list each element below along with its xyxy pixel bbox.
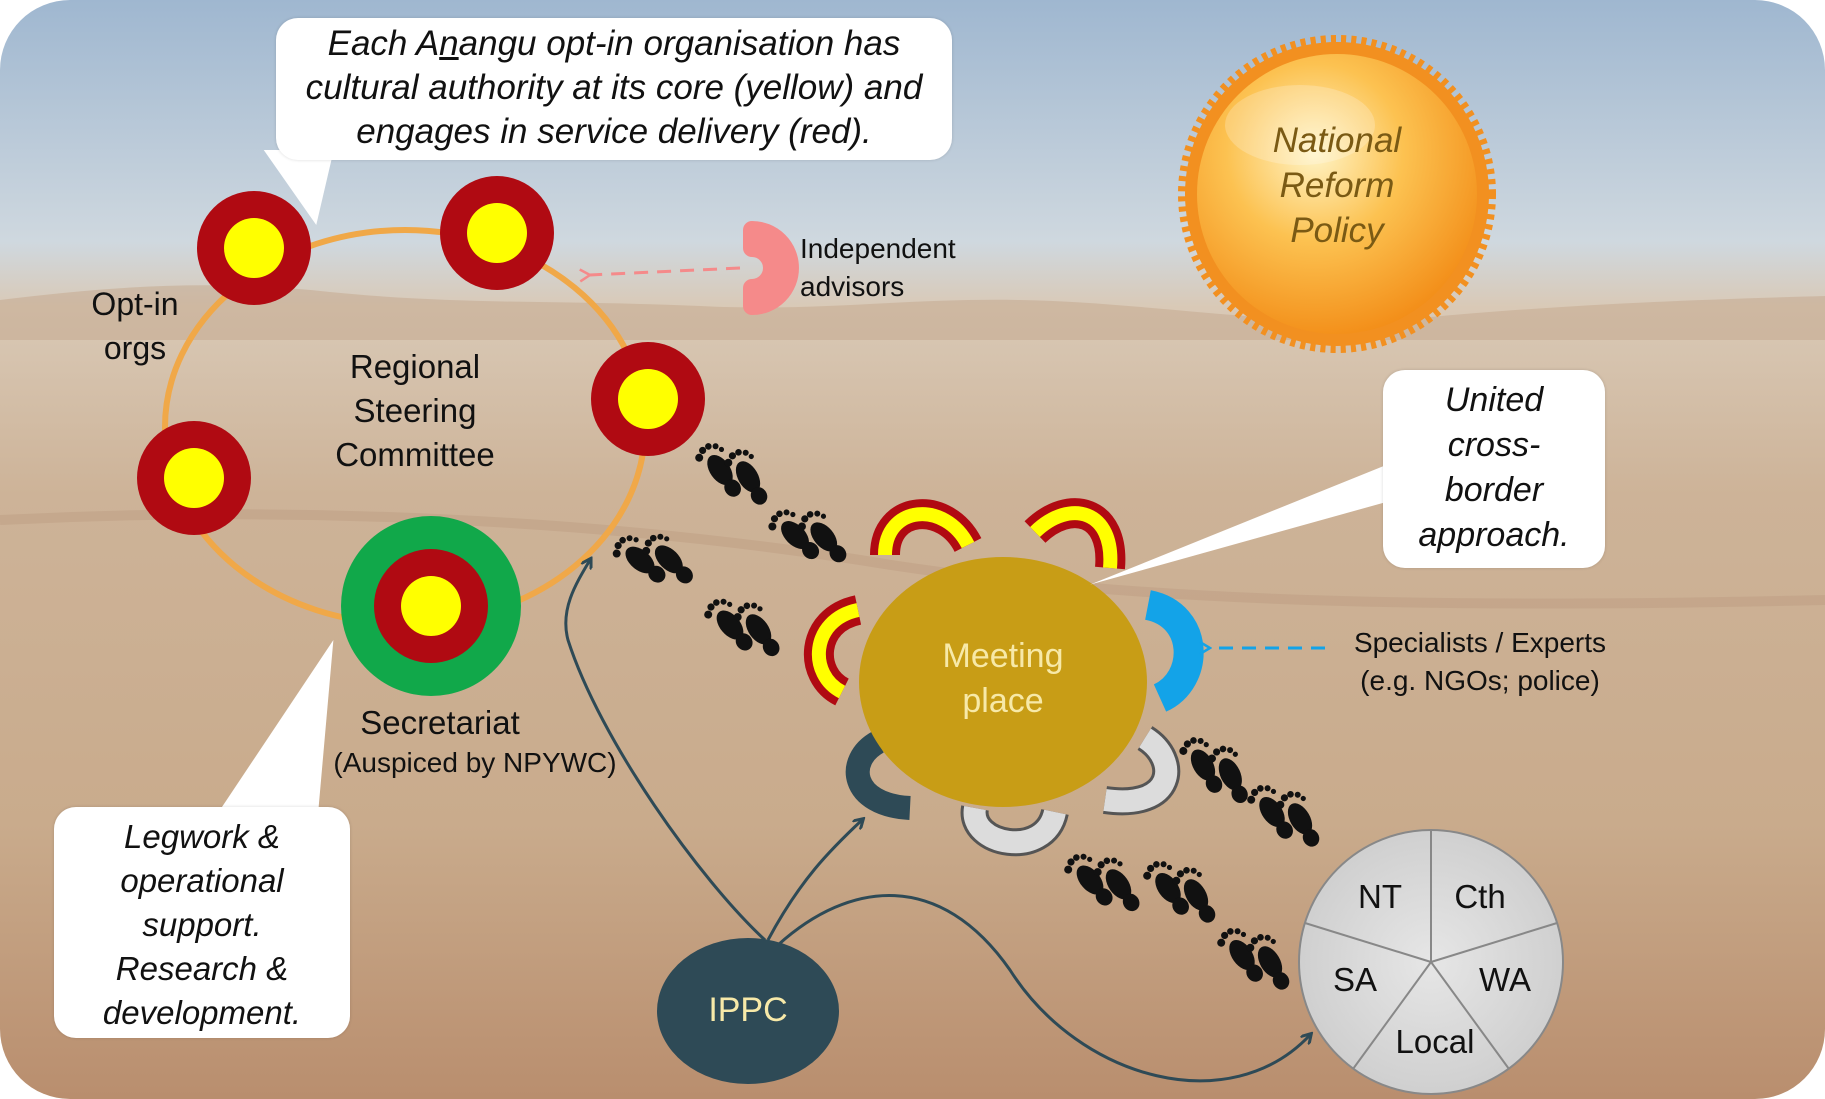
opt-in-label: Opt-in orgs — [91, 286, 179, 366]
empty-arc-1-inner — [963, 805, 1066, 854]
pie-label-local: Local — [1395, 1023, 1475, 1060]
united-line-1: United — [1444, 381, 1544, 419]
callout-top-line-1: Each Anangu opt-in organisation has — [327, 24, 901, 63]
callout-top: Each Anangu opt-in organisation has cult… — [276, 18, 952, 160]
dry-creek — [0, 509, 1825, 609]
callout-united: United cross- border approach. — [1383, 370, 1605, 568]
callout-legwork: Legwork & operational support. Research … — [54, 807, 350, 1038]
steering-committee-label: Regional Steering Committee — [335, 348, 495, 473]
advisor-shield — [743, 221, 799, 315]
participant-arc-2-inner — [1030, 506, 1118, 569]
auspiced-label: (Auspiced by NPYWC) — [333, 747, 617, 778]
ippc-arrow-to-pie — [776, 894, 1310, 1083]
opt-in-org-3 — [591, 342, 705, 456]
meeting-place-label: Meeting place — [942, 637, 1064, 720]
advisor-arrow — [590, 266, 741, 275]
specialist-arc — [1143, 590, 1204, 712]
callout-top-line-2: cultural authority at its core (yellow) … — [305, 68, 923, 107]
legwork-line-4: Research & — [115, 950, 289, 987]
participant-arc-3-inner — [811, 603, 860, 699]
legwork-line-5: development. — [102, 994, 302, 1031]
pie-label-nt: NT — [1358, 878, 1402, 915]
ippc-label: IPPC — [708, 991, 788, 1029]
legwork-line-3: support. — [142, 906, 262, 943]
secretariat-label: Secretariat — [360, 704, 520, 741]
united-line-3: border — [1444, 471, 1544, 509]
ippc-node — [657, 938, 839, 1084]
pie-label-sa: SA — [1332, 961, 1378, 998]
legwork-line-2: operational — [120, 862, 284, 899]
specialists-label: Specialists / Experts (e.g. NGOs; police… — [1353, 627, 1607, 696]
opt-in-org-2 — [440, 176, 554, 290]
united-line-2: cross- — [1447, 426, 1541, 464]
independent-advisors-label: Independent advisors — [800, 233, 956, 302]
meeting-place — [859, 557, 1147, 807]
ippc-arrow-to-ring — [564, 560, 767, 942]
participant-arc-1-inner — [878, 507, 975, 556]
empty-arc-2-inner — [1103, 728, 1178, 813]
legwork-line-1: Legwork & — [124, 818, 280, 855]
sun-label: National Reform Policy — [1272, 121, 1402, 250]
ippc-arrow-to-meeting — [766, 820, 862, 941]
secretariat-org — [341, 516, 521, 696]
pie-label-wa: WA — [1479, 961, 1531, 998]
pie-label-cth: Cth — [1454, 878, 1506, 915]
callout-top-line-3: engages in service delivery (red). — [356, 112, 872, 151]
united-line-4: approach. — [1418, 516, 1570, 554]
jurisdiction-pie — [1298, 829, 1564, 1095]
opt-in-org-4 — [137, 421, 251, 535]
national-reform-sun — [1178, 35, 1496, 353]
ippc-arc — [845, 731, 912, 820]
opt-in-org-1 — [197, 191, 311, 305]
